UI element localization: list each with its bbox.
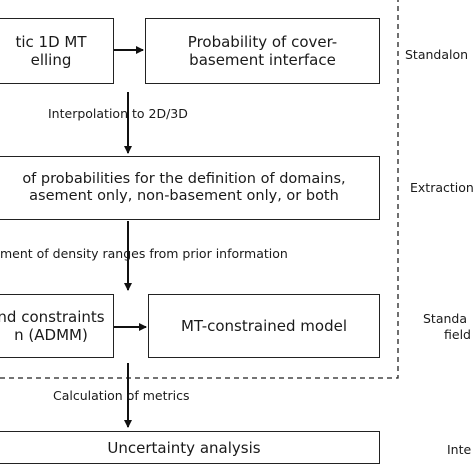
box-uncertainty-analysis: Uncertainty analysis	[0, 431, 380, 464]
label-interpolation: Interpolation to 2D/3D	[48, 106, 188, 121]
box-domain-probabilities: of probabilities for the definition of d…	[0, 156, 380, 220]
dashed-frame	[0, 0, 399, 379]
side-label-field: field	[444, 327, 471, 342]
label-metrics: Calculation of metrics	[53, 388, 190, 403]
box-cover-basement-probability: Probability of cover-basement interface	[145, 18, 380, 84]
label-density-ranges: ment of density ranges from prior inform…	[0, 246, 288, 261]
side-label-standalone: Standalon	[405, 47, 469, 62]
side-label-inte: Inte	[447, 442, 472, 457]
side-label-extraction: Extraction	[410, 180, 474, 195]
side-label-standa: Standa	[423, 311, 468, 326]
box-mt-constrained-model: MT-constrained model	[148, 294, 380, 358]
